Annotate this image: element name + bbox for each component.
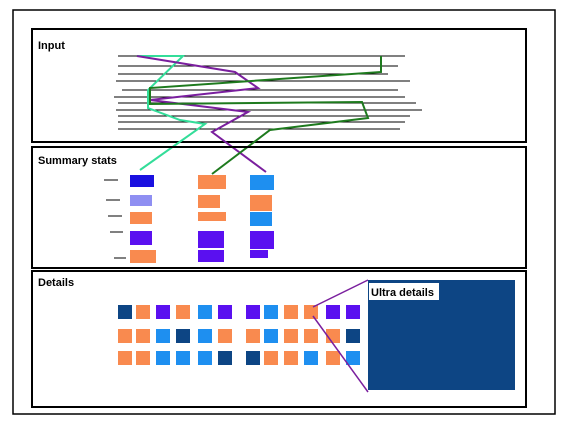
detail-cell — [264, 329, 278, 343]
summary-cell — [250, 212, 272, 226]
detail-cell — [176, 351, 190, 365]
summary-cell — [198, 231, 224, 248]
detail-cell — [304, 351, 318, 365]
detail-cell — [326, 305, 340, 319]
details-panel-border — [31, 270, 527, 408]
zoom-line-top — [312, 279, 369, 308]
detail-cell — [284, 305, 298, 319]
detail-cell — [156, 329, 170, 343]
summary-cell — [130, 231, 152, 245]
detail-cell — [304, 305, 318, 319]
summary-panel-border — [31, 146, 527, 269]
detail-cell — [284, 329, 298, 343]
summary-cell — [250, 195, 272, 211]
summary-cell — [198, 195, 220, 208]
purple-trace — [136, 55, 267, 173]
detail-cell — [156, 305, 170, 319]
detail-cell — [326, 351, 340, 365]
summary-cell — [250, 175, 274, 190]
input-panel-title: Input — [38, 40, 65, 52]
ultra-details-label-bg — [369, 283, 439, 300]
summary-cell — [250, 250, 268, 258]
summary-cell — [130, 175, 154, 187]
detail-cell — [346, 351, 360, 365]
detail-cell — [118, 329, 132, 343]
detail-cell — [346, 329, 360, 343]
detail-cell — [118, 305, 132, 319]
detail-cell — [246, 329, 260, 343]
green-trace — [149, 56, 382, 175]
summary-cell — [130, 250, 156, 263]
summary-cell — [198, 175, 226, 189]
ultra-details-title: Ultra details — [371, 287, 434, 299]
summary-panel: Summary stats — [31, 146, 527, 269]
details-panel-title: Details — [38, 277, 74, 289]
detail-cell — [218, 305, 232, 319]
detail-cell — [198, 329, 212, 343]
detail-cells — [118, 305, 360, 365]
detail-cell — [284, 351, 298, 365]
teal-trace — [137, 55, 208, 171]
detail-cell — [218, 351, 232, 365]
summary-cell — [250, 231, 274, 249]
detail-cell — [246, 305, 260, 319]
input-data-lines — [114, 55, 422, 130]
detail-cell — [118, 351, 132, 365]
detail-cell — [136, 351, 150, 365]
summary-cell — [130, 195, 152, 206]
summary-cell — [130, 212, 152, 224]
input-panel: Input — [31, 28, 527, 175]
detail-cell — [246, 351, 260, 365]
input-panel-border — [31, 28, 527, 143]
detail-cell — [136, 329, 150, 343]
detail-cell — [176, 305, 190, 319]
detail-cell — [198, 305, 212, 319]
detail-cell — [264, 351, 278, 365]
detail-cell — [198, 351, 212, 365]
summary-dashes — [104, 179, 126, 259]
zoom-line-bottom — [312, 315, 369, 393]
outer-frame — [12, 9, 556, 415]
summary-panel-title: Summary stats — [38, 155, 117, 167]
detail-cell — [346, 305, 360, 319]
detail-cell — [156, 351, 170, 365]
summary-cell — [198, 250, 224, 262]
detail-cell — [218, 329, 232, 343]
detail-cell — [304, 329, 318, 343]
summary-cells — [130, 175, 274, 263]
detail-cell — [264, 305, 278, 319]
detail-cell — [176, 329, 190, 343]
details-panel: Details Ultra details — [31, 270, 527, 408]
summary-cell — [198, 212, 226, 221]
detail-cell — [136, 305, 150, 319]
